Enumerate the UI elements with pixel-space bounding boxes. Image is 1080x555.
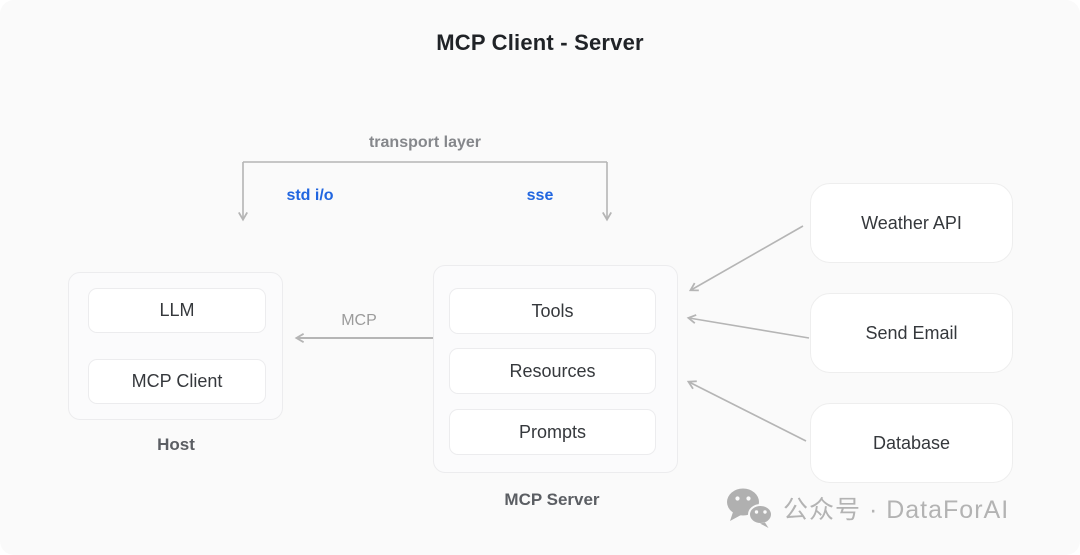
mcp-client-box: MCP Client	[88, 359, 266, 404]
llm-box-label: LLM	[159, 300, 195, 320]
stdio-label: std i/o	[286, 187, 334, 204]
send-email-arrow	[686, 314, 810, 339]
mcp-server-container: Tools Resources Prompts	[433, 265, 678, 473]
tools-box: Tools	[449, 288, 656, 334]
database-arrow	[686, 380, 807, 442]
watermark: 公众号 · DataForAI	[725, 487, 1009, 529]
mcp-arrow-label: MCP	[341, 312, 377, 329]
sse-label: sse	[526, 187, 554, 204]
weather-api-arrow	[688, 225, 804, 292]
mcp-server-label: MCP Server	[504, 490, 600, 509]
host-label: Host	[157, 435, 195, 454]
database-box: Database	[810, 403, 1013, 483]
prompts-box: Prompts	[449, 409, 656, 455]
wechat-icon	[727, 488, 773, 528]
llm-box: LLM	[88, 288, 266, 333]
watermark-text: 公众号 · DataForAI	[783, 496, 1010, 524]
tools-box-label: Tools	[531, 300, 574, 321]
prompts-box-label: Prompts	[518, 421, 587, 442]
mcp-client-box-label: MCP Client	[131, 371, 223, 391]
database-box-label: Database	[872, 432, 951, 453]
transport-layer-label: transport layer	[368, 134, 482, 151]
host-container: LLM MCP Client	[68, 272, 283, 420]
resources-box-label: Resources	[509, 360, 596, 381]
weather-api-box: Weather API	[810, 183, 1013, 263]
resources-box: Resources	[449, 348, 656, 394]
send-email-box-label: Send Email	[865, 322, 958, 343]
weather-api-box-label: Weather API	[861, 212, 962, 233]
page-title: MCP Client - Server	[436, 30, 644, 55]
send-email-box: Send Email	[810, 293, 1013, 373]
